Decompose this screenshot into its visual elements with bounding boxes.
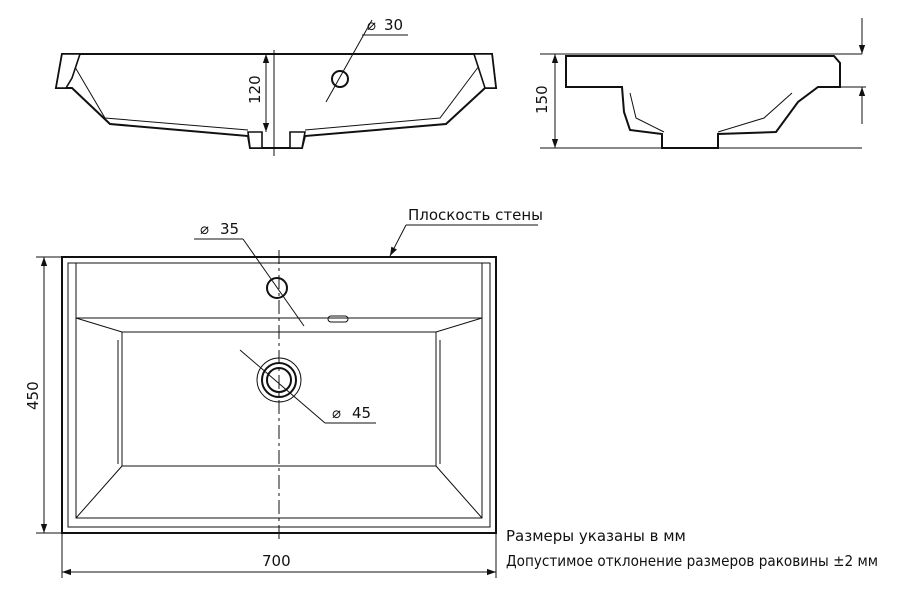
- drain-outer-circle: [256, 357, 302, 403]
- drain-middle-circle: [261, 362, 297, 398]
- wall-plane-label: Плоскость стены: [408, 206, 543, 224]
- tap-hole-top-leader: [242, 238, 305, 327]
- dim-45-value: 45: [352, 404, 371, 422]
- wall-plane-leader: [389, 224, 407, 257]
- dim-700-value: 700: [262, 552, 291, 570]
- top-view: [36, 224, 538, 578]
- drain-inner-circle: [266, 367, 292, 393]
- bowl-inner-contour: [75, 332, 483, 519]
- dim-150-value: 150: [533, 85, 551, 114]
- tap-hole-leader: [325, 19, 373, 103]
- basin-inner-profile: [71, 61, 483, 131]
- tap-hole-circle: [331, 70, 349, 88]
- section-left-rim: [55, 53, 82, 89]
- tap-hole-top: [266, 277, 288, 299]
- basin-outer-profile: [54, 53, 498, 149]
- dim-30-value: 30: [384, 16, 403, 34]
- front-section-view: [54, 19, 498, 156]
- section-drain-neck-right: [289, 131, 306, 149]
- dim-35-symbol: ⌀: [200, 220, 209, 238]
- overflow-slot: [327, 315, 349, 323]
- dim-30-symbol: ⌀: [367, 16, 376, 34]
- drain-leader: [239, 349, 326, 424]
- dim-35-value: 35: [220, 220, 239, 238]
- section-drain-neck-left: [247, 131, 263, 149]
- note-tolerance: Допустимое отклонение размеров раковины …: [506, 552, 878, 570]
- dim-450-value: 450: [24, 381, 42, 410]
- dim-120-value: 120: [246, 75, 264, 104]
- note-units: Размеры указаны в мм: [506, 527, 686, 545]
- side-inner-contour: [629, 92, 793, 133]
- section-right-rim: [472, 53, 497, 89]
- side-outline: [565, 55, 841, 149]
- side-view: [540, 18, 866, 149]
- dim-45-symbol: ⌀: [332, 404, 341, 422]
